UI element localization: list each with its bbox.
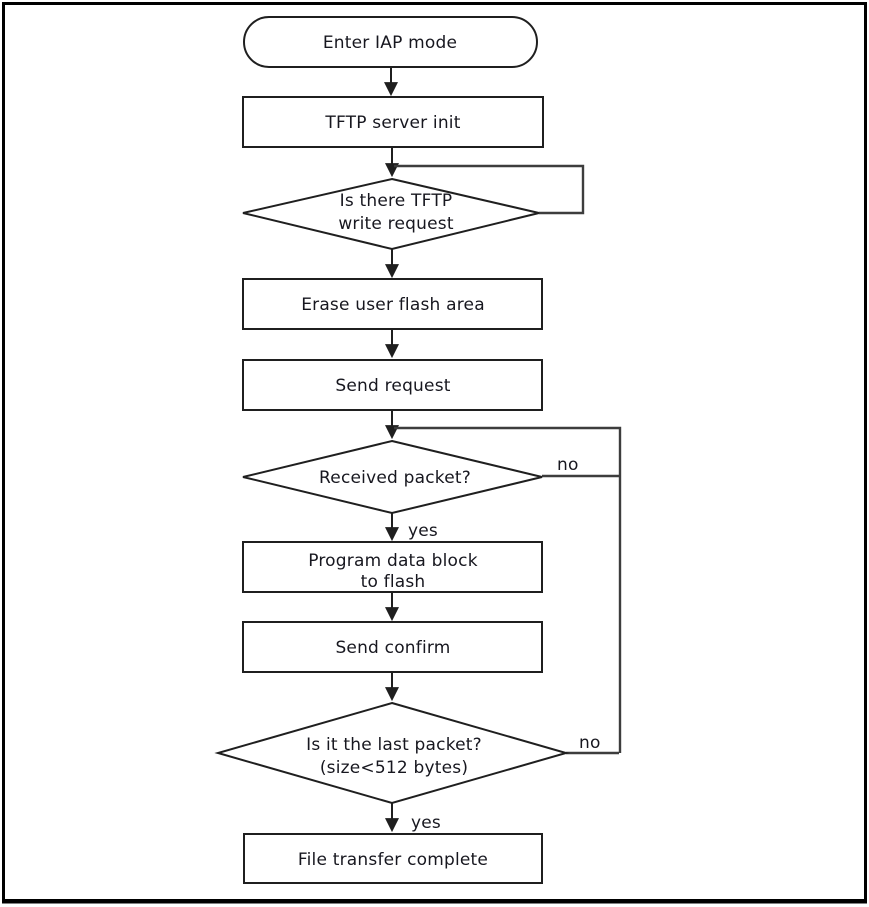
node-erase-flash-process	[242, 278, 543, 330]
node-last-packet-decision	[214, 701, 570, 805]
node-send-confirm-process	[242, 621, 543, 673]
node-program-block-label-line1: Program data block	[308, 551, 478, 571]
node-write-request-label-line1: Is there TFTP	[340, 191, 453, 211]
edge-label-last-packet-no: no	[579, 733, 601, 753]
edge-label-last-packet-yes: yes	[411, 813, 441, 833]
node-start-label: Enter IAP mode	[323, 33, 457, 53]
node-send-confirm-label: Send confirm	[335, 638, 450, 658]
loop-write-request-poll	[394, 164, 585, 215]
node-send-request-label: Send request	[335, 376, 450, 396]
node-last-packet-label-line2: (size<512 bytes)	[320, 758, 468, 778]
loop-retry-return-path	[394, 426, 622, 753]
edge-label-received-packet-yes: yes	[408, 521, 438, 541]
node-program-block-process	[242, 541, 543, 593]
node-received-packet-decision	[242, 439, 543, 515]
node-write-request-label-line2: write request	[338, 214, 454, 234]
node-tftp-init-label: TFTP server init	[324, 113, 460, 133]
node-send-request-process	[242, 359, 543, 411]
edge-label-received-packet-no: no	[557, 455, 579, 475]
node-program-block-label-line2: to flash	[361, 572, 426, 592]
node-start-terminator	[243, 16, 538, 68]
node-last-packet-label-line1: Is it the last packet?	[306, 735, 482, 755]
node-write-request-decision	[242, 177, 540, 251]
node-received-packet-label: Received packet?	[319, 468, 471, 488]
node-transfer-complete-label: File transfer complete	[298, 850, 488, 870]
node-transfer-complete-process	[243, 833, 543, 884]
node-erase-flash-label: Erase user flash area	[301, 295, 485, 315]
node-tftp-init-process	[242, 96, 544, 148]
